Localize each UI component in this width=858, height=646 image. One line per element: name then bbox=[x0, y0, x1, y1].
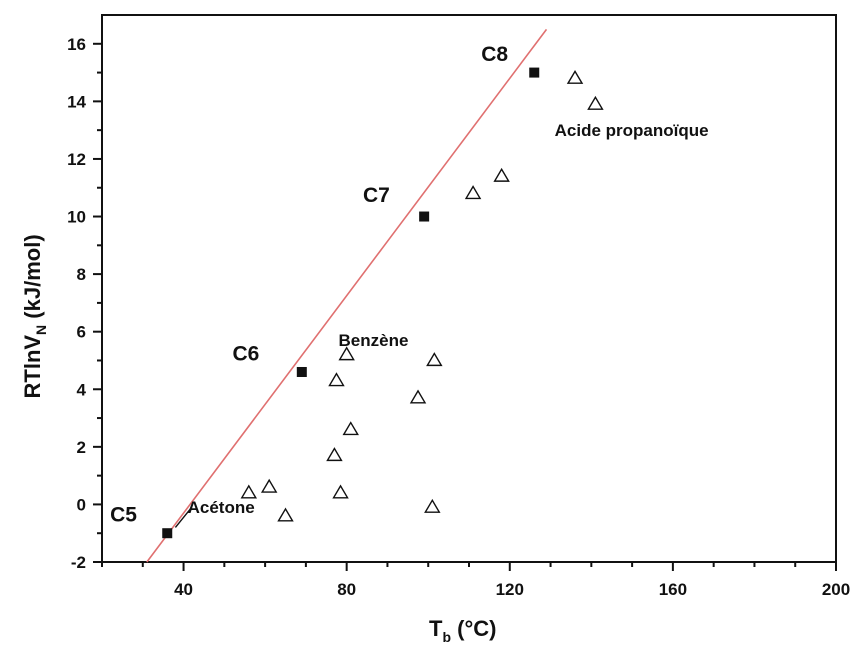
x-tick-label: 120 bbox=[496, 580, 524, 599]
y-tick-label: -2 bbox=[71, 553, 86, 572]
data-point-triangle bbox=[409, 389, 427, 404]
data-point-triangle bbox=[426, 352, 443, 367]
data-point-triangle bbox=[240, 484, 258, 499]
data-point-triangle bbox=[493, 167, 510, 182]
y-tick-label: 12 bbox=[67, 150, 86, 169]
y-tick-label: 16 bbox=[67, 35, 86, 54]
data-points bbox=[162, 67, 604, 539]
y-tick-label: 8 bbox=[77, 265, 86, 284]
data-point-triangle bbox=[277, 507, 294, 522]
fit-line-group bbox=[146, 28, 548, 563]
axes: 40 80 120 160 200 -2 0 2 4 6 8 10 12 14 16 bbox=[67, 14, 850, 599]
x-tick-label: 40 bbox=[174, 580, 193, 599]
annotation-label: Benzène bbox=[339, 331, 409, 350]
data-point-triangle bbox=[464, 185, 482, 200]
data-point-triangle bbox=[328, 372, 345, 387]
data-point-triangle bbox=[342, 421, 359, 436]
y-tick-label: 2 bbox=[77, 438, 86, 457]
annotation-label: C6 bbox=[232, 342, 259, 365]
data-point-triangle bbox=[566, 69, 584, 84]
data-point-triangle bbox=[338, 346, 355, 361]
annotation-label: C5 bbox=[110, 504, 137, 527]
data-point-square bbox=[296, 366, 307, 377]
x-tick-label: 80 bbox=[337, 580, 356, 599]
y-tick-label: 0 bbox=[77, 495, 86, 514]
y-tick-label: 6 bbox=[77, 323, 86, 342]
y-tick-label: 10 bbox=[67, 208, 86, 227]
data-point-triangle bbox=[424, 498, 441, 513]
y-tick-label: 14 bbox=[67, 92, 86, 111]
data-point-triangle bbox=[260, 478, 278, 493]
annotation-label: C8 bbox=[481, 43, 508, 66]
x-tick-label: 200 bbox=[822, 580, 850, 599]
data-point-triangle bbox=[326, 447, 343, 462]
connector-line bbox=[174, 506, 193, 528]
data-point-square bbox=[162, 528, 173, 539]
fit-line bbox=[146, 28, 548, 563]
y-tick-label: 4 bbox=[77, 380, 87, 399]
plot-frame bbox=[101, 14, 837, 563]
x-axis-label: Tb (°C) bbox=[429, 616, 496, 645]
x-tick-label: 160 bbox=[659, 580, 687, 599]
annotation-label: C7 bbox=[363, 184, 390, 207]
annotation-label: Acide propanoïque bbox=[555, 121, 709, 140]
y-axis-label: RTlnVN (kJ/mol) bbox=[20, 234, 49, 398]
data-point-triangle bbox=[332, 484, 349, 499]
data-point-triangle bbox=[587, 95, 604, 110]
data-point-square bbox=[529, 67, 540, 78]
data-point-square bbox=[419, 211, 430, 222]
annotation-label: Acétone bbox=[188, 498, 255, 517]
